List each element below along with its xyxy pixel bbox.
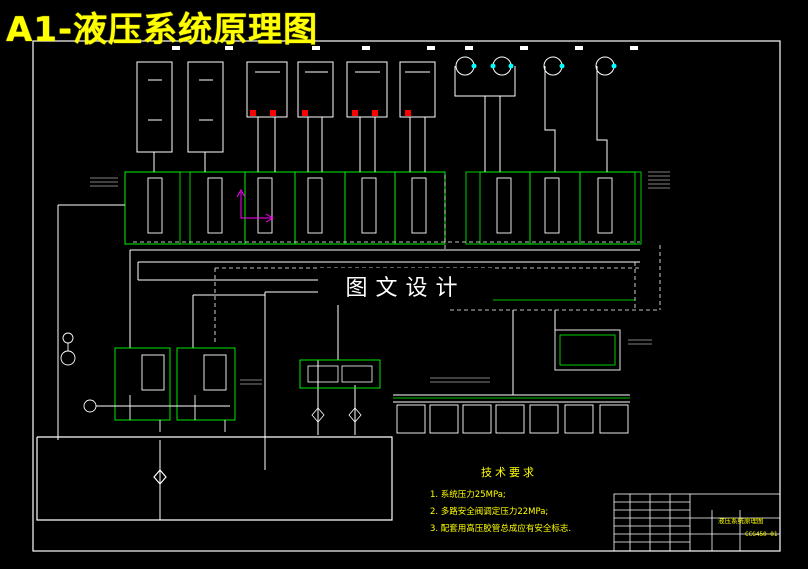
requirement-item: 3. 配套用高压胶管总成应有安全标志. (430, 524, 572, 534)
main-lines (57, 204, 640, 520)
title-block (613, 493, 781, 552)
annotation-marks (90, 171, 670, 385)
requirement-item: 1. 系统压力25MPa; (430, 490, 506, 500)
pilot-lines (133, 175, 661, 345)
watermark: 图文设计 (318, 268, 493, 304)
motor-ports (471, 63, 617, 69)
cylinders (136, 61, 436, 172)
title-block-name: 液压系统原理图 (718, 517, 764, 525)
hydraulic-motors (454, 56, 615, 172)
manifold-right (393, 329, 630, 434)
hydraulic-tank (36, 436, 393, 521)
flow-arrow (236, 188, 275, 223)
ports (172, 46, 638, 50)
valve-bank-left (124, 171, 642, 245)
pump-symbols (60, 332, 230, 432)
cylinder-markers (250, 110, 411, 116)
drawing-title: A1-液压系统原理图 (6, 10, 319, 50)
title-block-code: CCG450-01 (745, 531, 778, 538)
relief-valve (299, 359, 381, 389)
requirement-item: 2. 多路安全阀调定压力22MPa; (430, 507, 549, 517)
pump-group (114, 347, 236, 421)
manifold-right-green (393, 334, 630, 399)
requirements-heading: 技术要求 (481, 466, 537, 479)
drawing-border (32, 40, 781, 552)
valve-spools (147, 177, 613, 234)
relief-valve-inner (307, 365, 373, 423)
